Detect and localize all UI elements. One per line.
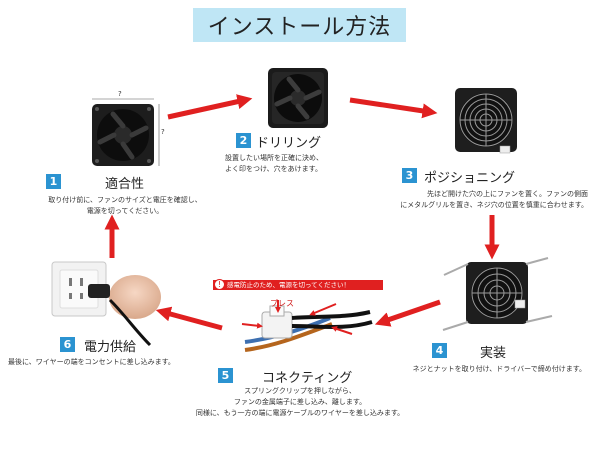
warning-icon: ! <box>214 279 225 290</box>
step-1-title: 適合性 <box>105 177 145 192</box>
terminal-block-icon <box>241 300 373 352</box>
arrow-4-5 <box>374 299 441 327</box>
step-3-title: ポジショニング <box>424 171 516 186</box>
fan-icon <box>92 98 160 166</box>
step-2-number: 2 <box>236 133 251 148</box>
step-5-description: スプリングクリップを押しながら、ファンの金属端子に差し込み、離します。同様に、も… <box>195 387 405 417</box>
fan-mounted-icon <box>442 257 553 331</box>
step-3-number: 3 <box>402 168 417 183</box>
step-5-number: 5 <box>218 368 233 383</box>
fan-icon <box>268 68 328 128</box>
step-2-description: 設置したい場所を正確に決め、よく印をつけ、穴をあけます。 <box>225 154 323 173</box>
step-4-title: 実装 <box>480 346 507 361</box>
step-1-description: 取り付け前に、ファンのサイズと電圧を確認し、電源を切ってください。 <box>48 196 202 215</box>
arrow-1-2 <box>167 94 253 120</box>
arrow-2-3 <box>349 97 438 119</box>
press-label: プレス <box>270 299 294 308</box>
step-5-title: コネクティング <box>262 371 353 386</box>
step-3-description: 先ほど開けた穴の上にファンを置く。ファンの側面にメタルグリルを置き、ネジ穴の位置… <box>400 190 588 209</box>
dimension-mark-height: ? <box>161 128 165 136</box>
step-4-number: 4 <box>432 343 447 358</box>
outlet-plug-icon <box>51 261 161 347</box>
step-4-description: ネジとナットを取り付け、ドライバーで締め付けます。 <box>412 365 586 373</box>
dimension-mark-width: ? <box>118 90 122 98</box>
step-1-number: 1 <box>46 174 61 189</box>
step-6-number: 6 <box>60 337 75 352</box>
step-6-title: 電力供給 <box>84 340 137 355</box>
step-2-title: ドリリング <box>256 136 322 151</box>
warning-banner: 感電防止のため、電源を切ってください！ <box>213 280 383 290</box>
arrow-5-6 <box>155 306 223 331</box>
fan-grille-icon <box>455 88 517 154</box>
step-6-description: 最後に、ワイヤーの端をコンセントに差し込みます。 <box>8 358 175 366</box>
page-title: インストール方法 <box>193 8 406 42</box>
